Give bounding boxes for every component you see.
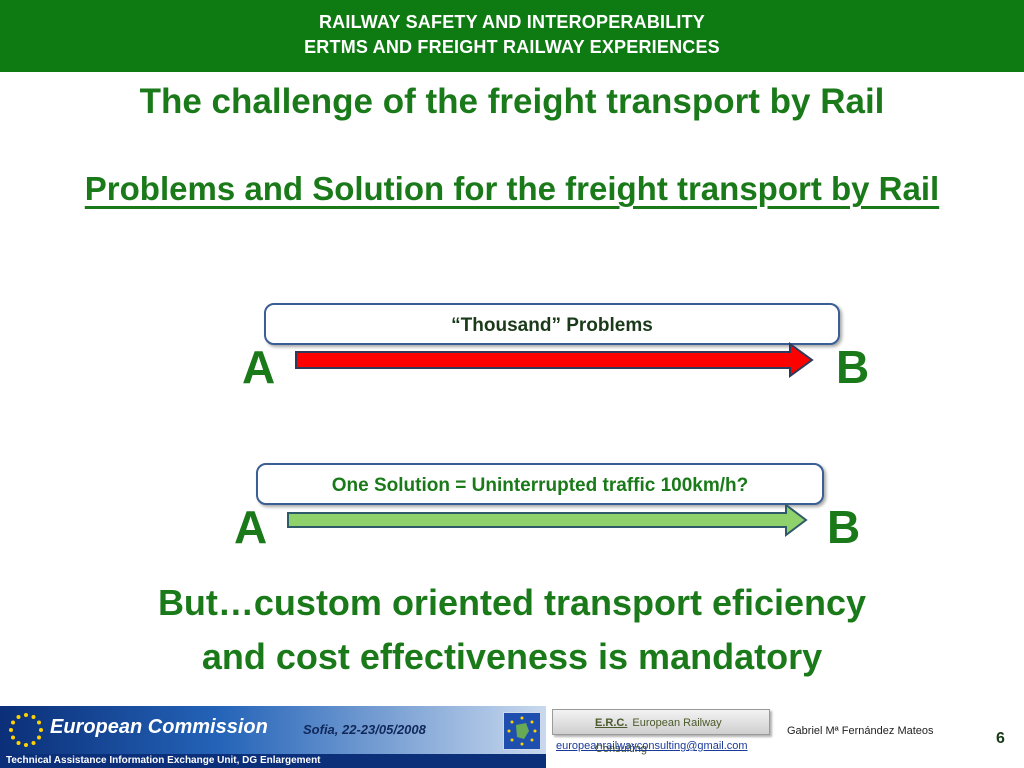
top-point-b-label: B [836,341,870,393]
bottom-point-a-label: A [234,501,268,553]
slide-subtitle: Problems and Solution for the freight tr… [84,170,940,207]
erc-name: European Railway Consulting [595,717,722,755]
bottom-point-b-label: B [827,501,861,553]
slide-header: RAILWAY SAFETY AND INTEROPERABILITY ERTM… [0,0,1024,72]
footer-strip-text: Technical Assistance Information Exchang… [6,755,321,766]
top-point-a-label: A [242,341,276,393]
conclusion-line-1: But…custom oriented transport eficiency [157,582,867,623]
solution-arrow-shape [287,503,808,537]
slide-title: The challenge of the freight transport b… [139,82,885,121]
european-commission-banner [0,706,546,754]
contact-email-link[interactable]: europeanrailwayconsulting@gmail.com [556,740,748,752]
problems-callout: “Thousand” Problems [264,303,840,345]
page-number: 6 [996,730,1005,747]
conclusion-line-2: and cost effectiveness is mandatory [201,636,823,677]
solution-arrow [287,503,808,537]
eu-stars-icon [9,713,43,747]
solution-callout: One Solution = Uninterrupted traffic 100… [256,463,824,505]
header-line-1: RAILWAY SAFETY AND INTEROPERABILITY [318,12,706,32]
footer-strip [0,754,546,768]
problems-arrow-shape [295,342,814,378]
eu-map-flag-icon [503,712,541,750]
problems-arrow [295,342,814,378]
erc-abbreviation: E.R.C. [595,717,628,729]
european-commission-label: European Commission [50,716,268,738]
header-line-2: ERTMS AND FREIGHT RAILWAY EXPERIENCES [304,37,720,57]
event-date: Sofia, 22-23/05/2008 [303,722,426,737]
author-name: Gabriel Mª Fernández Mateos [787,725,934,737]
erc-logo: E.R.C.European Railway Consulting [552,709,770,755]
